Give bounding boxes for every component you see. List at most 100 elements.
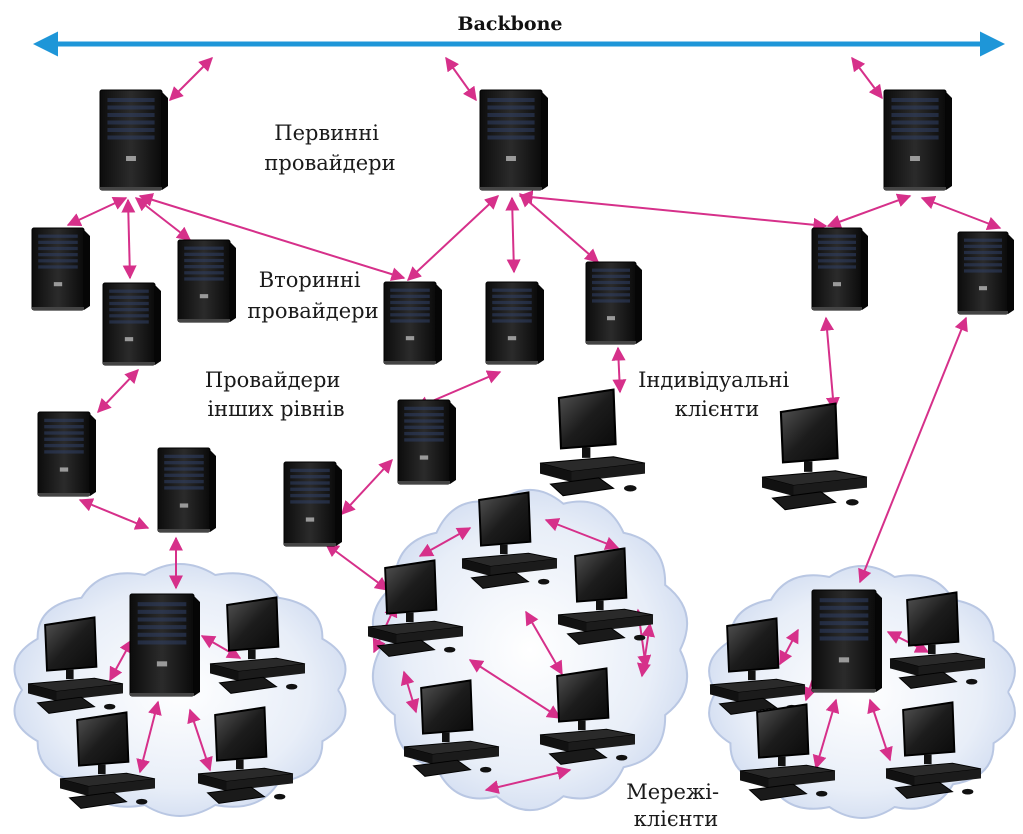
pc-right-4-case-front bbox=[886, 768, 915, 786]
link-arrow bbox=[134, 197, 192, 241]
pc-left-3-keyboard bbox=[68, 791, 128, 809]
server-cloud-left-base bbox=[130, 693, 194, 696]
server-primary-1-side bbox=[162, 92, 168, 190]
pc-left-1-stand bbox=[66, 669, 74, 680]
server-secondary-8-logo bbox=[979, 286, 987, 291]
link-arrow bbox=[858, 316, 968, 584]
server-secondary-5 bbox=[485, 281, 544, 365]
pc-left-1-monitor bbox=[44, 616, 98, 672]
server-other-1-base bbox=[38, 493, 90, 496]
pc-left-4-case-side bbox=[226, 773, 293, 791]
server-secondary-2-bay bbox=[109, 295, 149, 299]
server-other-1-bay bbox=[44, 425, 84, 429]
pc-center-4-mouse bbox=[480, 766, 492, 773]
server-secondary-4 bbox=[383, 281, 442, 365]
pc-individual-2 bbox=[761, 402, 868, 511]
server-cloud-right-side bbox=[876, 592, 882, 692]
pc-left-3-case-front bbox=[60, 778, 89, 796]
server-other-4-bay bbox=[404, 438, 444, 442]
server-secondary-1-bay bbox=[38, 259, 78, 263]
server-primary-2-bay bbox=[487, 120, 535, 125]
server-secondary-6-bay bbox=[592, 274, 630, 278]
server-other-1-bay bbox=[44, 418, 84, 423]
server-other-3-bay bbox=[290, 493, 330, 498]
pc-center-5-mouse bbox=[616, 754, 628, 761]
link-arrow bbox=[518, 193, 600, 263]
server-secondary-1-base bbox=[32, 307, 84, 310]
server-cloud-left-bay bbox=[137, 609, 187, 614]
server-primary-2-body bbox=[479, 89, 543, 191]
server-cloud-left-logo bbox=[156, 661, 168, 667]
pc-center-1 bbox=[461, 491, 558, 589]
server-secondary-7 bbox=[811, 227, 868, 311]
server-secondary-2-bay bbox=[109, 308, 149, 312]
server-cloud-right-logo bbox=[838, 657, 850, 663]
pc-left-4 bbox=[197, 706, 294, 804]
server-other-1-bay bbox=[44, 443, 84, 448]
server-other-2-body bbox=[157, 447, 211, 533]
server-secondary-5-bay bbox=[492, 307, 532, 311]
network-clients-line2: клієнти bbox=[634, 807, 719, 831]
pc-left-1-case-front bbox=[28, 683, 57, 701]
pc-right-1-case-side bbox=[738, 684, 805, 702]
server-secondary-6 bbox=[585, 261, 642, 345]
pc-individual-1-monitor bbox=[557, 388, 617, 450]
link-arrow bbox=[97, 368, 139, 414]
server-other-2-logo bbox=[179, 503, 189, 508]
server-secondary-6-bay bbox=[592, 287, 630, 291]
server-secondary-4-bay bbox=[390, 294, 430, 298]
server-secondary-3-bay bbox=[184, 258, 224, 263]
server-secondary-3-bay bbox=[184, 252, 224, 256]
pc-center-5-stand bbox=[578, 720, 586, 731]
pc-left-1-keyboard bbox=[36, 696, 96, 714]
link-arrow bbox=[169, 57, 213, 101]
pc-individual-1-mouse bbox=[624, 485, 637, 492]
server-secondary-2-body bbox=[102, 282, 156, 366]
link-arrow bbox=[109, 638, 133, 682]
server-secondary-2 bbox=[102, 282, 161, 366]
pc-left-1-mouse bbox=[104, 703, 116, 710]
link-arrow bbox=[200, 635, 242, 659]
server-primary-1-base bbox=[100, 187, 162, 190]
pc-right-1 bbox=[709, 617, 806, 715]
server-secondary-7-bay bbox=[818, 253, 856, 257]
pc-left-4-case-front bbox=[198, 773, 227, 791]
pc-individual-1-case-front bbox=[540, 463, 572, 482]
pc-right-2-case-side bbox=[918, 658, 985, 676]
pc-individual-1-case-side bbox=[571, 463, 645, 482]
pc-center-5-monitor bbox=[556, 667, 610, 723]
server-other-3-bay bbox=[290, 475, 330, 479]
secondary-providers-line1: Вторинні bbox=[259, 268, 361, 292]
pc-left-2 bbox=[209, 596, 306, 694]
pc-individual-2-stand bbox=[804, 461, 813, 472]
diagram-labels: Первинні провайдери Вторинні провайдери … bbox=[205, 121, 790, 831]
link-arrow bbox=[324, 543, 390, 591]
server-primary-1 bbox=[99, 89, 168, 191]
pc-right-3-keyboard bbox=[748, 783, 808, 801]
link-arrow bbox=[826, 193, 912, 229]
server-secondary-4-bay bbox=[390, 319, 430, 323]
secondary-providers-line2: провайдери bbox=[247, 299, 378, 323]
pc-individual-1 bbox=[539, 388, 646, 497]
pc-individual-2-case-side bbox=[793, 477, 867, 496]
server-secondary-6-bay bbox=[592, 293, 630, 297]
pc-right-3-stand bbox=[778, 756, 786, 767]
pc-center-5-case-front bbox=[540, 734, 569, 752]
server-secondary-1-bay bbox=[38, 234, 78, 238]
server-other-1-bay bbox=[44, 437, 84, 441]
server-secondary-8-side bbox=[1008, 234, 1014, 314]
pc-left-4-stand bbox=[236, 759, 244, 770]
server-primary-3-body bbox=[883, 89, 947, 191]
pc-right-3-case-side bbox=[768, 770, 835, 788]
pc-left-2-monitor bbox=[226, 596, 280, 652]
server-cloud-left-body bbox=[129, 593, 195, 697]
server-secondary-3-bay bbox=[184, 246, 224, 250]
pc-right-2 bbox=[889, 591, 986, 689]
server-secondary-7-bay bbox=[818, 240, 856, 244]
server-other-4-logo bbox=[419, 455, 429, 460]
server-secondary-5-bay bbox=[492, 288, 532, 292]
server-secondary-3-body bbox=[177, 239, 231, 323]
server-secondary-8-bay bbox=[964, 263, 1002, 267]
other-level-providers-label: Провайдери інших рівнів bbox=[205, 368, 347, 421]
